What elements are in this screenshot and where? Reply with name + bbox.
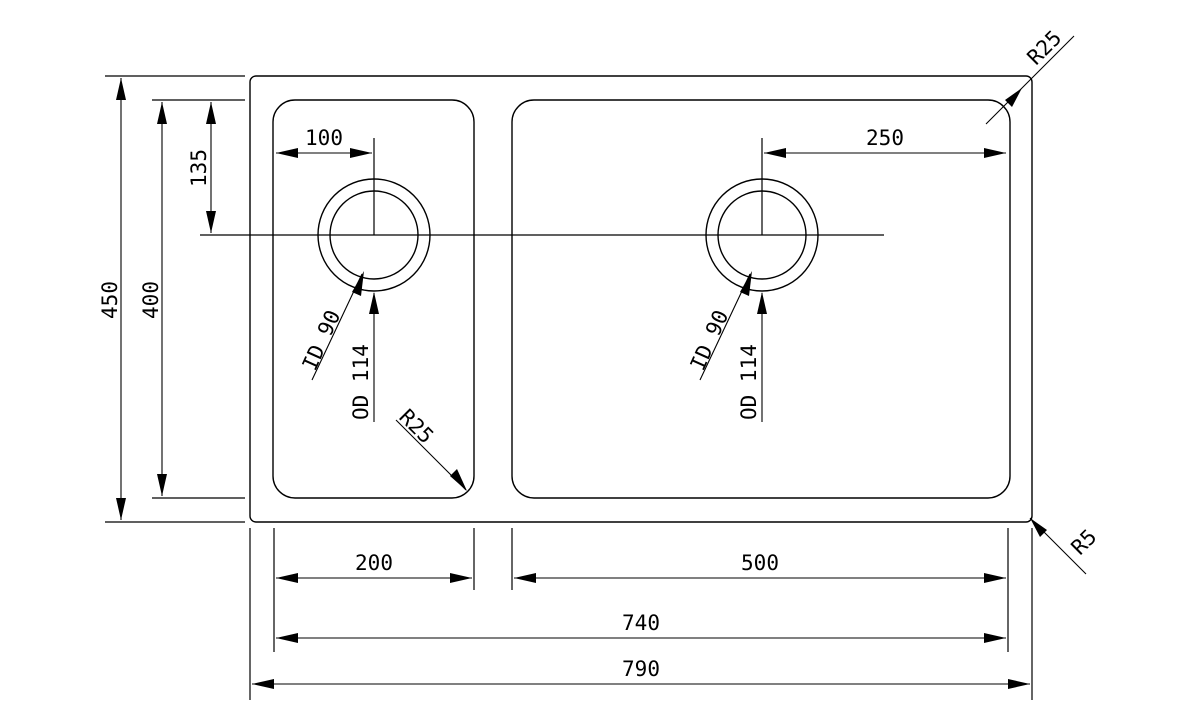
svg-text:500: 500 <box>741 551 779 575</box>
svg-text:ID 90: ID 90 <box>298 307 346 375</box>
svg-text:790: 790 <box>622 657 660 681</box>
svg-text:R25: R25 <box>394 405 438 449</box>
svg-text:135: 135 <box>187 149 211 187</box>
dim-drain-offset-y: 135 <box>187 102 216 233</box>
svg-text:400: 400 <box>139 281 163 319</box>
svg-text:OD 114: OD 114 <box>349 344 373 420</box>
dim-overall-height: 450 <box>98 78 126 520</box>
svg-text:100: 100 <box>305 126 343 150</box>
sink-outline <box>249 75 1033 523</box>
small-bowl-drain <box>317 138 431 292</box>
dim-small-drain-offset-x: 100 <box>276 126 372 158</box>
dim-small-bowl-width: 200 <box>276 551 472 583</box>
dim-large-drain-offset-x: 250 <box>764 126 1006 158</box>
svg-text:200: 200 <box>355 551 393 575</box>
leader-large-drain-od: OD 114 <box>737 292 767 422</box>
dim-overall-width: 790 <box>252 657 1030 689</box>
dim-large-bowl-width: 500 <box>514 551 1006 583</box>
dim-inner-width: 740 <box>276 611 1006 643</box>
dim-bowl-height: 400 <box>139 102 167 496</box>
svg-text:250: 250 <box>866 126 904 150</box>
svg-text:R25: R25 <box>1023 26 1067 70</box>
svg-text:450: 450 <box>98 281 122 319</box>
large-bowl <box>511 99 1011 499</box>
leader-bowl-radius: R25 <box>394 405 467 491</box>
svg-text:ID 90: ID 90 <box>686 307 734 375</box>
large-bowl-drain <box>705 138 819 292</box>
leader-outer-radius: R25 <box>985 26 1075 125</box>
svg-text:OD 114: OD 114 <box>737 344 761 420</box>
leader-edge-radius: R5 <box>1029 517 1102 575</box>
small-bowl <box>272 99 475 499</box>
svg-text:R5: R5 <box>1067 525 1102 560</box>
leader-small-drain-od: OD 114 <box>349 292 379 422</box>
svg-text:740: 740 <box>622 611 660 635</box>
